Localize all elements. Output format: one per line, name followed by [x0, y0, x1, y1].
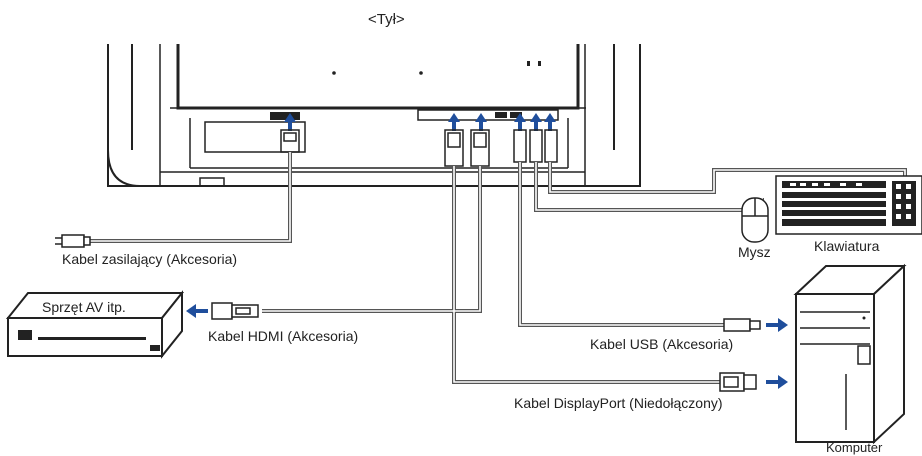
hdmi-left-arrow: [186, 304, 208, 318]
port-arrows: [284, 113, 556, 131]
power-port-arrow: [284, 113, 296, 131]
usb-right-arrow: [766, 318, 788, 332]
usb-port-arrow-2: [530, 113, 542, 131]
usb-cable-end: [723, 318, 761, 332]
computer-label: Komputer: [826, 440, 883, 455]
hdmi-cable-end: [211, 302, 259, 320]
usb-plug-2: [529, 129, 543, 163]
usb-cable-label: Kabel USB (Akcesoria): [590, 336, 734, 352]
monitor-rear: [107, 44, 641, 187]
usb-plug-1: [513, 129, 527, 163]
rear-view-title: <Tył>: [368, 11, 405, 28]
av-device: [5, 290, 185, 359]
displayport-cable-label: Kabel DisplayPort (Niedołączony): [514, 395, 723, 411]
usb-plug-3: [544, 129, 558, 163]
usb-port-arrow-3: [544, 113, 556, 131]
hdmi-cable-label: Kabel HDMI (Akcesoria): [208, 328, 359, 344]
usb-port-arrow-1: [514, 113, 526, 131]
computer-tower: [793, 263, 907, 445]
mouse: [741, 197, 769, 243]
connector-plugs: [280, 129, 558, 167]
keyboard: [775, 175, 922, 235]
displayport-right-arrow: [766, 375, 788, 389]
power-cable-end: [55, 234, 91, 248]
displayport-arrow: [448, 113, 460, 131]
keyboard-label: Klawiatura: [814, 238, 880, 254]
hdmi-port-arrow: [475, 113, 487, 131]
av-device-label: Sprzęt AV itp.: [42, 299, 126, 315]
displayport-cable-end: [719, 372, 757, 392]
power-cable-label: Kabel zasilający (Akcesoria): [62, 251, 238, 267]
mouse-label: Mysz: [738, 244, 771, 260]
